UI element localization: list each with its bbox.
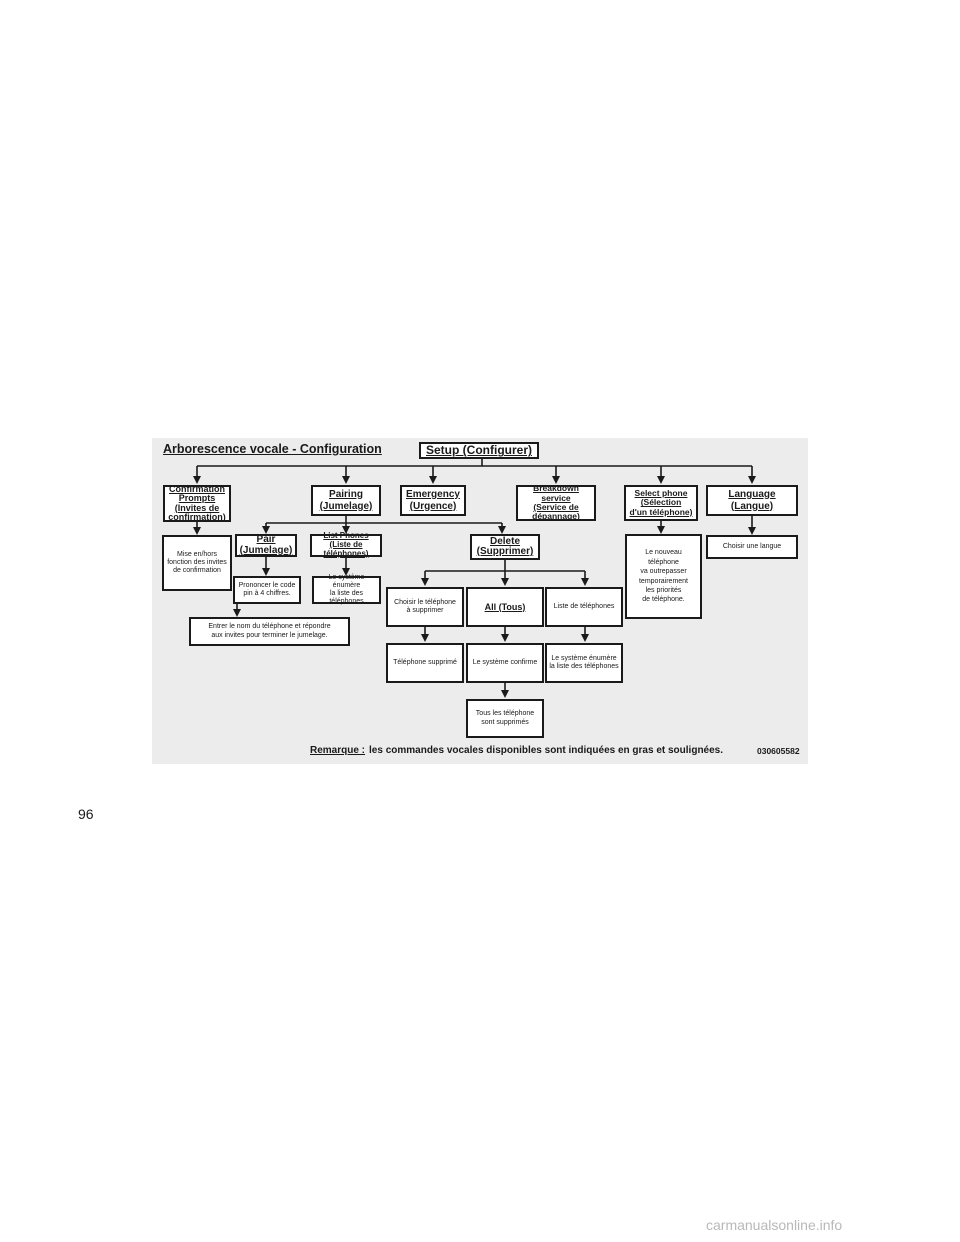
node-delete: Delete (Supprimer) <box>470 534 540 560</box>
node-pair-pin: Prononcer le code pin à 4 chiffres. <box>233 576 301 604</box>
node-emergency: Emergency (Urgence) <box>400 485 466 516</box>
node-pair-name: Entrer le nom du téléphone et répondre a… <box>189 617 350 646</box>
note-label: Remarque : <box>310 745 366 756</box>
node-delete-all: All (Tous) <box>466 587 544 627</box>
node-system-lists-phones: Le système énumère la liste des téléphon… <box>545 643 623 683</box>
watermark: carmanualsonline.info <box>706 1217 843 1233</box>
figure-code: 030605582 <box>757 746 800 756</box>
node-language: Language (Langue) <box>706 485 798 516</box>
diagram-title: Arborescence vocale - Configuration <box>163 442 382 456</box>
node-all-phones-deleted: Tous les téléphone sont supprimés <box>466 699 544 738</box>
node-system-confirms: Le système confirme <box>466 643 544 683</box>
node-pairing: Pairing (Jumelage) <box>311 485 381 516</box>
node-delete-choose-phone: Choisir le téléphone à supprimer <box>386 587 464 627</box>
node-pair: Pair (Jumelage) <box>235 534 297 557</box>
node-language-description: Choisir une langue <box>706 535 798 559</box>
page-number: 96 <box>78 806 94 822</box>
node-phone-deleted: Téléphone supprimé <box>386 643 464 683</box>
node-setup: Setup (Configurer) <box>419 442 539 459</box>
diagram-note: Remarque :les commandes vocales disponib… <box>310 745 723 756</box>
node-confirmation-prompts: Confirmation Prompts (Invites de confirm… <box>163 484 231 522</box>
node-delete-phone-list: Liste de téléphones <box>545 587 623 627</box>
node-select-phone: Select phone (Sélection d'un téléphone) <box>624 485 698 521</box>
node-select-phone-description: Le nouveau téléphone va outrepasser temp… <box>625 534 702 619</box>
node-list-phones: List Phones (Liste de téléphones) <box>310 531 382 558</box>
node-breakdown-service: Breakdown service (Service de dépannage) <box>516 484 596 521</box>
note-text: les commandes vocales disponibles sont i… <box>369 745 724 756</box>
node-confirmation-description: Mise en/hors fonction des invites de con… <box>162 535 232 591</box>
node-list-phones-description: Le système énumère la liste des téléphon… <box>312 574 381 605</box>
